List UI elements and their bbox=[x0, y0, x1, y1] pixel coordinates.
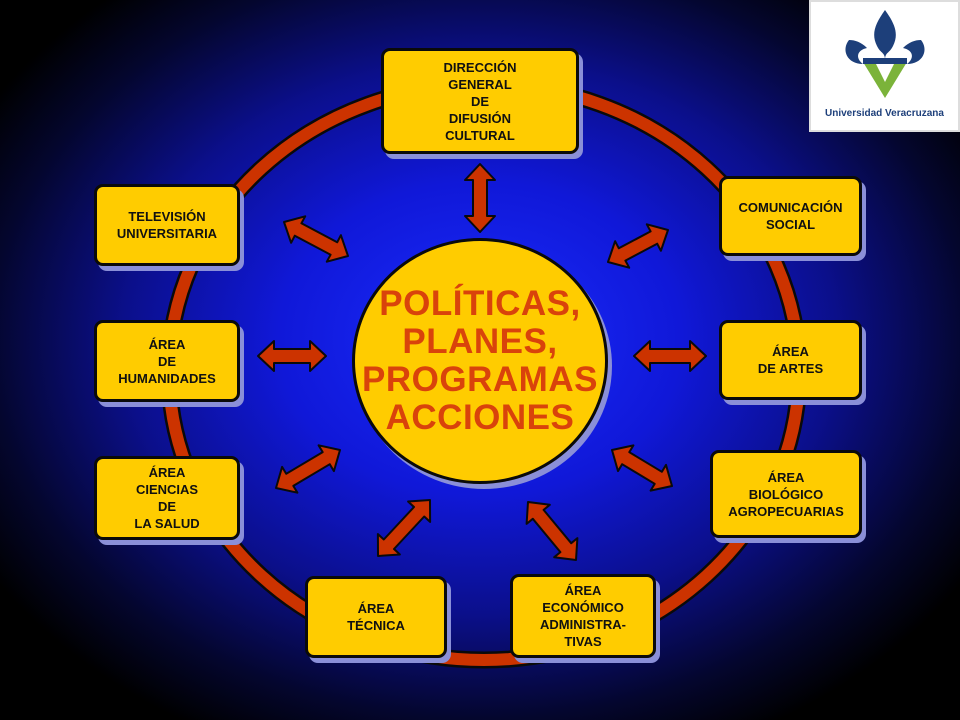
node-label: COMUNICACIÓN SOCIAL bbox=[738, 200, 843, 232]
node-area-salud: ÁREA CIENCIAS DE LA SALUD bbox=[94, 456, 240, 540]
arrow-economico bbox=[525, 501, 579, 561]
arrow-humanidades bbox=[257, 340, 327, 372]
node-label: DIRECCIÓN GENERAL DE DIFUSIÓN CULTURAL bbox=[443, 59, 517, 143]
node-area-artes: ÁREA DE ARTES bbox=[719, 320, 862, 400]
arrow-salud bbox=[275, 444, 341, 494]
center-label: POLÍTICAS, PLANES, PROGRAMAS ACCIONES bbox=[362, 284, 598, 437]
node-label: ÁREA ECONÓMICO ADMINISTRA- TIVAS bbox=[540, 583, 626, 649]
logo-text: Universidad Veracruzana bbox=[825, 108, 944, 119]
node-difusion-cultural: DIRECCIÓN GENERAL DE DIFUSIÓN CULTURAL bbox=[381, 48, 579, 154]
node-label: ÁREA TÉCNICA bbox=[347, 601, 405, 633]
node-comunicacion-social: COMUNICACIÓN SOCIAL bbox=[719, 176, 862, 256]
center-circle: POLÍTICAS, PLANES, PROGRAMAS ACCIONES bbox=[352, 238, 608, 484]
node-television: TELEVISIÓN UNIVERSITARIA bbox=[94, 184, 240, 266]
node-label: ÁREA BIOLÓGICO AGROPECUARIAS bbox=[728, 469, 844, 519]
arrow-artes bbox=[633, 340, 707, 372]
arrow-biologico bbox=[611, 444, 673, 492]
arrow-difusion bbox=[464, 163, 496, 233]
arrow-comunicacion bbox=[607, 223, 669, 269]
node-label: ÁREA DE ARTES bbox=[757, 344, 824, 376]
node-label: ÁREA CIENCIAS DE LA SALUD bbox=[134, 465, 200, 531]
arrow-tecnica bbox=[376, 499, 432, 557]
node-area-biologico: ÁREA BIOLÓGICO AGROPECUARIAS bbox=[710, 450, 862, 538]
university-logo: Universidad Veracruzana bbox=[809, 0, 960, 132]
node-area-humanidades: ÁREA DE HUMANIDADES bbox=[94, 320, 240, 402]
node-label: TELEVISIÓN UNIVERSITARIA bbox=[116, 209, 218, 241]
logo-emblem-icon bbox=[845, 10, 925, 98]
node-label: ÁREA DE HUMANIDADES bbox=[118, 336, 216, 386]
node-area-economico: ÁREA ECONÓMICO ADMINISTRA- TIVAS bbox=[510, 574, 656, 658]
arrow-television bbox=[283, 215, 349, 263]
node-area-tecnica: ÁREA TÉCNICA bbox=[305, 576, 447, 658]
